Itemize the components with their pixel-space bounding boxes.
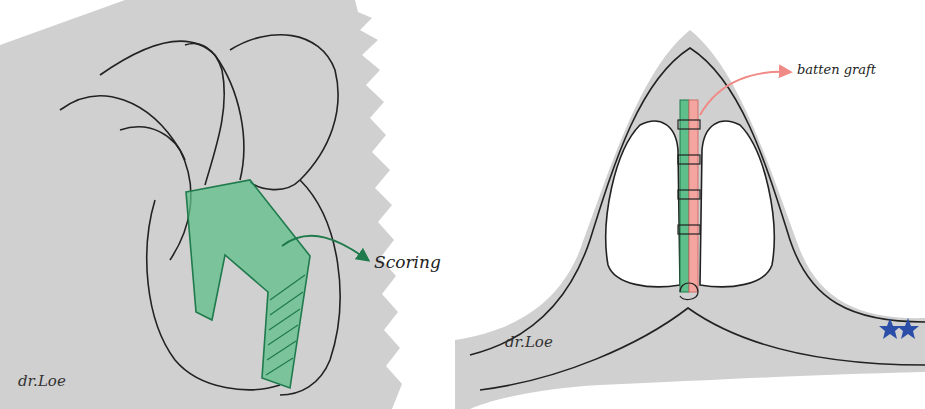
- signature: dr.Loe: [505, 333, 553, 351]
- graft-label: batten graft: [797, 62, 876, 77]
- scoring-label: Scoring: [374, 252, 441, 272]
- signature: dr.Loe: [18, 372, 66, 390]
